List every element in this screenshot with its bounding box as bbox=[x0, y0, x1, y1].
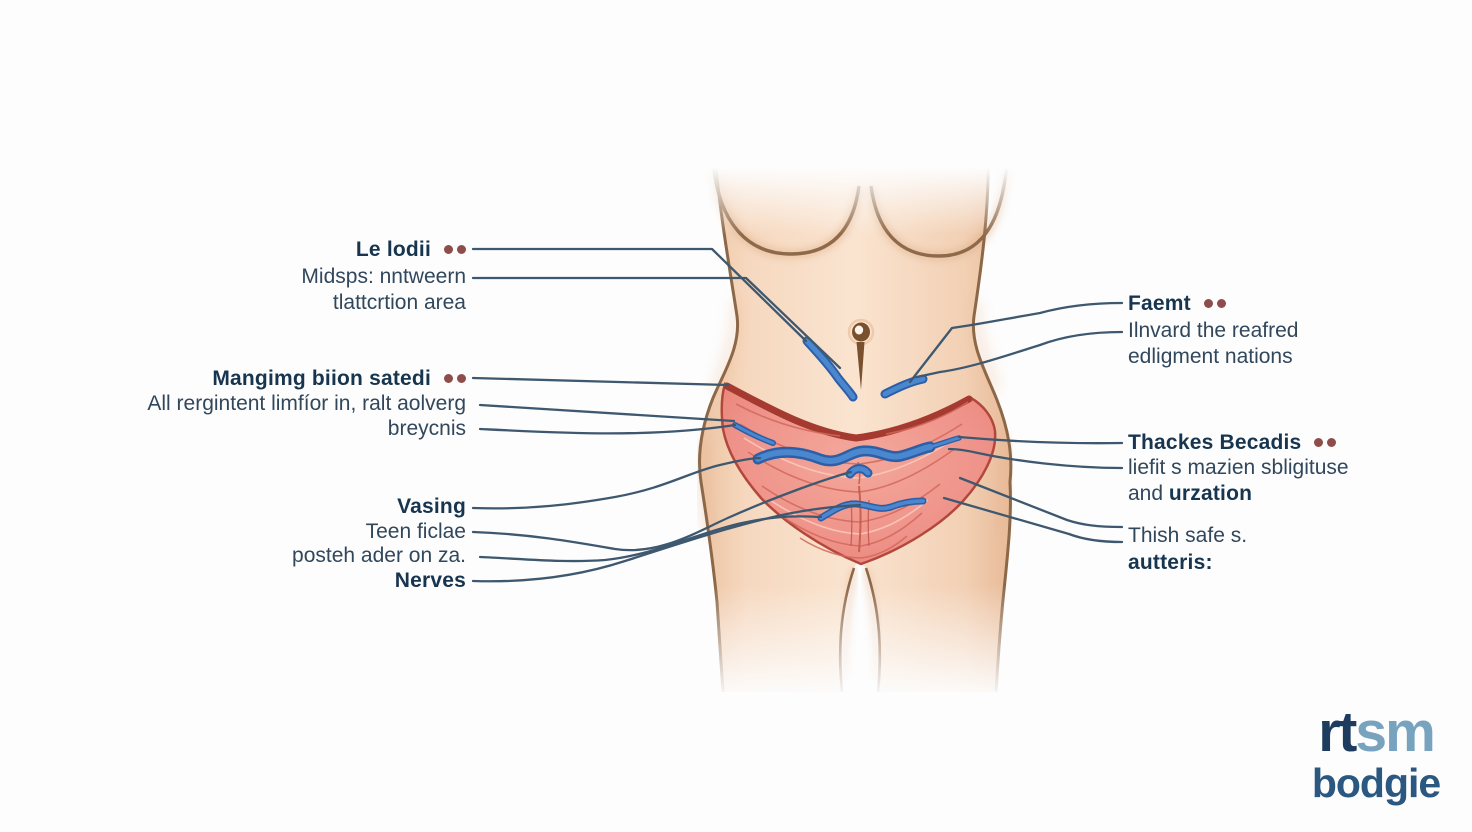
blood-vessels bbox=[732, 336, 962, 522]
leader-teen-ficlae bbox=[471, 470, 853, 552]
callout-autteris: autteris: bbox=[1128, 551, 1213, 574]
leader-vasing bbox=[471, 456, 762, 510]
pelvic-muscle-region bbox=[720, 336, 997, 566]
accent-dots-icon bbox=[440, 235, 466, 261]
leader-nerves bbox=[471, 503, 862, 583]
torso-skin bbox=[699, 146, 1011, 692]
callout-edligment: edligment nations bbox=[1128, 345, 1293, 368]
accent-dots-icon bbox=[440, 364, 466, 390]
leader-posteh bbox=[478, 515, 823, 563]
fade-bottom-solid bbox=[0, 698, 1472, 832]
navel bbox=[847, 318, 875, 390]
leader-lines bbox=[471, 247, 1124, 583]
accent-dots-icon bbox=[1200, 289, 1226, 315]
leader-liefit bbox=[947, 447, 1124, 470]
leader-breycnis bbox=[478, 423, 737, 435]
callout-mangimg: Mangimg biion satedi bbox=[0, 364, 466, 392]
callout-posteh: posteh ader on za. bbox=[292, 544, 466, 567]
callout-le-lodii: Le lodii bbox=[0, 235, 466, 263]
callout-breycnis: breycnis bbox=[387, 417, 466, 440]
fade-top bbox=[0, 100, 1472, 235]
accent-dots-icon bbox=[1310, 428, 1337, 454]
callout-thackes: Thackes Becadis bbox=[1128, 428, 1337, 456]
callout-ilnvard: Ilnvard the reafred bbox=[1128, 319, 1299, 342]
muscle-top-band bbox=[723, 382, 973, 442]
callout-teen-ficlae: Teen ficlae bbox=[365, 520, 466, 543]
leader-rergintent bbox=[478, 403, 736, 423]
leader-ilnvard bbox=[915, 330, 1124, 379]
callout-tlattcrtion: tlattcrtion area bbox=[332, 291, 466, 314]
callout-liefit: liefit s mazien sbligituse bbox=[1128, 456, 1349, 479]
callout-thish: Thish safe s. bbox=[1128, 524, 1248, 547]
leader-thish bbox=[958, 476, 1124, 529]
leader-le-lodii bbox=[471, 247, 808, 343]
callout-nerves: Nerves bbox=[394, 569, 466, 592]
logo-wordmark: rtsm bbox=[1318, 700, 1436, 764]
leader-midsps bbox=[471, 276, 842, 370]
leader-faemt bbox=[908, 301, 1124, 384]
callout-midsps: Midsps: nntweern bbox=[301, 265, 466, 288]
fade-bottom bbox=[0, 585, 1472, 700]
logo-subword: bodgie bbox=[1311, 760, 1441, 806]
leader-autteris bbox=[942, 496, 1124, 544]
leader-thackes bbox=[957, 435, 1124, 445]
callout-vasing: Vasing bbox=[397, 495, 466, 518]
leader-mangimg bbox=[471, 376, 730, 387]
callout-rergintent: All rergintent limfíor in, ralt aolverg bbox=[147, 392, 466, 415]
callout-urzation: and urzation bbox=[1128, 482, 1253, 505]
brand-logo: rtsm bodgie bbox=[1302, 704, 1450, 804]
callout-faemt: Faemt bbox=[1128, 289, 1226, 317]
